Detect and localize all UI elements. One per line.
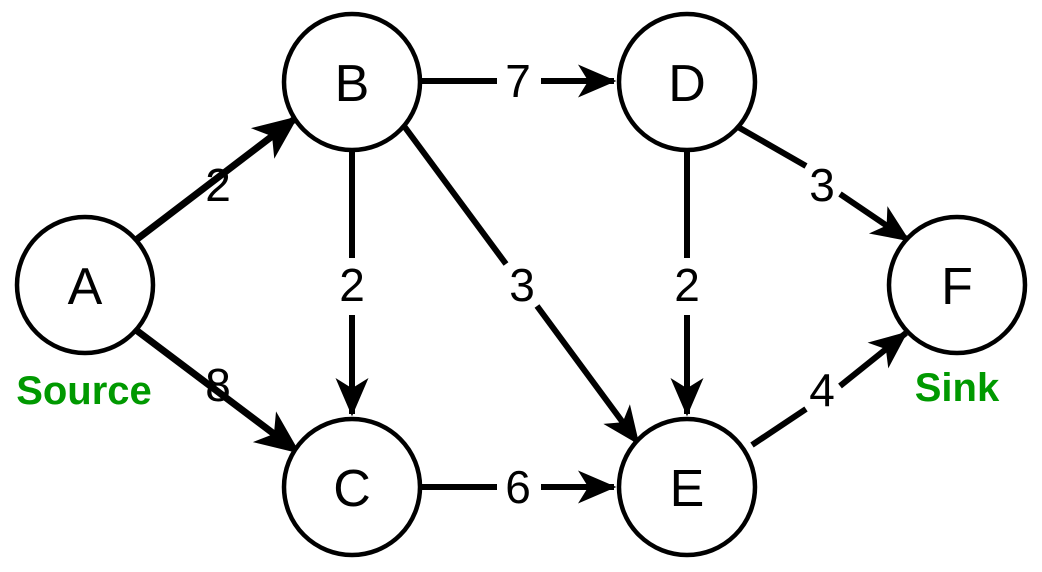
edge-label-a-b: 2 <box>205 159 231 211</box>
node-d-label: D <box>668 55 706 113</box>
edge-label-e-f: 4 <box>809 364 835 416</box>
edge-e-to-f: 4 <box>750 330 908 448</box>
node-a-label: A <box>68 258 103 316</box>
edge-label-a-c: 8 <box>205 359 231 411</box>
node-d-circle[interactable] <box>616 11 758 153</box>
edge-d-to-f: 3 <box>736 124 910 243</box>
edge-label-b-d: 7 <box>505 55 531 107</box>
edge-label-b-c: 2 <box>339 259 365 311</box>
source-label: Source <box>16 369 152 413</box>
edge-a-to-b: 2 <box>133 115 299 243</box>
node-e-circle[interactable] <box>616 416 758 558</box>
edge-d-to-f-line-upper <box>736 124 808 169</box>
node-d[interactable]: D <box>616 11 758 153</box>
edge-label-d-f: 3 <box>809 159 835 211</box>
node-e[interactable]: E <box>616 416 758 558</box>
node-f-label: F <box>941 258 973 316</box>
node-f[interactable]: F <box>886 214 1028 356</box>
node-b[interactable]: B <box>281 11 423 153</box>
edge-b-to-c: 2 <box>335 150 369 417</box>
node-c[interactable]: C <box>281 416 423 558</box>
edge-e-to-f-line-lower <box>750 406 808 448</box>
node-f-circle[interactable] <box>886 214 1028 356</box>
edge-label-b-e: 3 <box>509 259 535 311</box>
edge-b-to-e-line-lower <box>534 304 641 445</box>
node-a[interactable]: A <box>14 214 156 356</box>
node-c-label: C <box>333 460 371 518</box>
node-b-circle[interactable] <box>281 11 423 153</box>
edge-b-to-e-line-upper <box>401 124 509 266</box>
edge-label-c-e: 6 <box>505 461 531 513</box>
edge-a-to-b-line <box>133 115 299 243</box>
edge-d-to-e: 2 <box>670 150 704 417</box>
edge-b-to-e: 3 <box>401 124 641 445</box>
edge-a-to-c: 8 <box>133 327 301 455</box>
edge-d-to-f-line-lower <box>838 191 910 243</box>
edge-e-to-f-line-upper <box>838 330 908 389</box>
node-a-circle[interactable] <box>14 214 156 356</box>
sink-label: Sink <box>915 366 1000 410</box>
edge-label-d-e: 2 <box>674 259 700 311</box>
edge-a-to-c-line <box>133 327 301 455</box>
node-b-label: B <box>335 55 370 113</box>
edge-b-to-d: 7 <box>420 55 617 107</box>
edge-c-to-e: 6 <box>420 461 617 513</box>
node-c-circle[interactable] <box>281 416 423 558</box>
node-e-label: E <box>670 460 705 518</box>
